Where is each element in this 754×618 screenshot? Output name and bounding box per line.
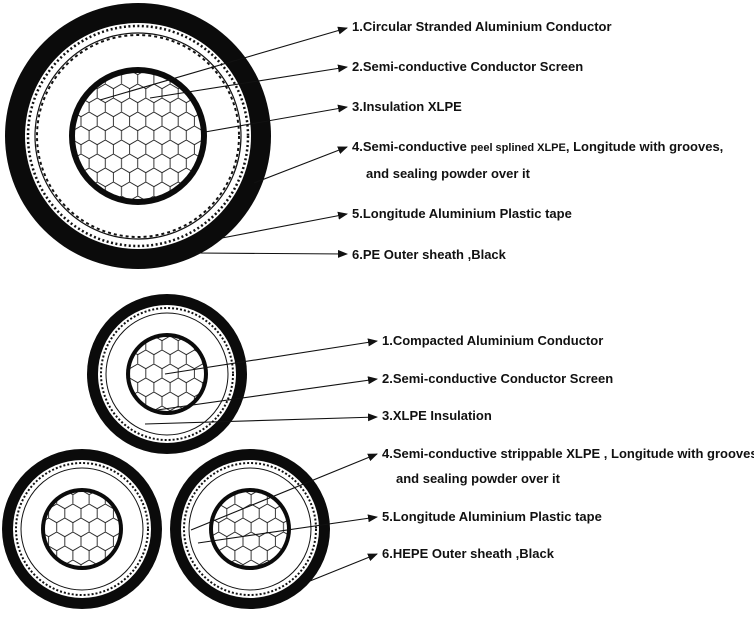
bottom-leader-lines [144, 338, 378, 582]
top-label-4: 4.Semi-conductive peel splined XLPE, Lon… [352, 139, 723, 154]
stranded-conductor [75, 73, 201, 199]
bottom-leader-1 [164, 338, 378, 375]
bottom-leader-4 [190, 453, 378, 531]
bottom-leader-3 [144, 413, 378, 425]
top-leader-2 [149, 64, 348, 99]
bottom-label-1: 1.Compacted Aluminium Conductor [382, 333, 603, 348]
top-label-6: 6.PE Outer sheath ,Black [352, 247, 507, 262]
core-tape-ring [183, 462, 317, 596]
core-tape-ring [100, 307, 234, 441]
bottom-leader-2 [149, 376, 378, 412]
top-label-3: 3.Insulation XLPE [352, 99, 462, 114]
bottom-leader-5 [197, 514, 378, 544]
bottom-label-4: 4.Semi-conductive strippable XLPE , Long… [382, 446, 754, 461]
bottom-label-2: 2.Semi-conductive Conductor Screen [382, 371, 613, 386]
core-conductor [213, 492, 287, 566]
top-label-group: 1.Circular Stranded Aluminium Conductor … [352, 19, 723, 262]
semi-conductive-screen-ring [36, 34, 240, 238]
three-core-cable-section [2, 294, 330, 609]
top-leader-1 [99, 26, 348, 101]
top-label-4-suffix: , Longitude with grooves, [566, 139, 723, 154]
top-label-4-line2: and sealing powder over it [366, 166, 531, 181]
aluminium-plastic-tape-ring [26, 24, 250, 248]
top-leader-4 [253, 146, 348, 184]
cable-core-2 [2, 449, 162, 609]
top-leader-3 [204, 104, 348, 133]
top-label-4-prefix: 4.Semi-conductive [352, 139, 470, 154]
core-tape-ring [15, 462, 149, 596]
single-core-cable-section [5, 3, 271, 269]
bottom-label-group: 1.Compacted Aluminium Conductor 2.Semi-c… [382, 333, 754, 561]
top-label-2: 2.Semi-conductive Conductor Screen [352, 59, 583, 74]
bottom-label-3: 3.XLPE Insulation [382, 408, 492, 423]
top-label-1: 1.Circular Stranded Aluminium Conductor [352, 19, 612, 34]
cable-core-3 [170, 449, 330, 609]
core-conductor [45, 492, 119, 566]
bottom-leader-6 [309, 553, 378, 582]
top-leader-6 [195, 249, 348, 258]
top-leader-lines [99, 26, 348, 258]
top-label-4-small: peel splined XLPE [470, 142, 565, 154]
bottom-label-5: 5.Longitude Aluminium Plastic tape [382, 509, 602, 524]
bottom-label-4-line2: and sealing powder over it [396, 471, 561, 486]
top-leader-5 [221, 211, 348, 239]
bottom-label-6: 6.HEPE Outer sheath ,Black [382, 546, 555, 561]
top-label-5: 5.Longitude Aluminium Plastic tape [352, 206, 572, 221]
